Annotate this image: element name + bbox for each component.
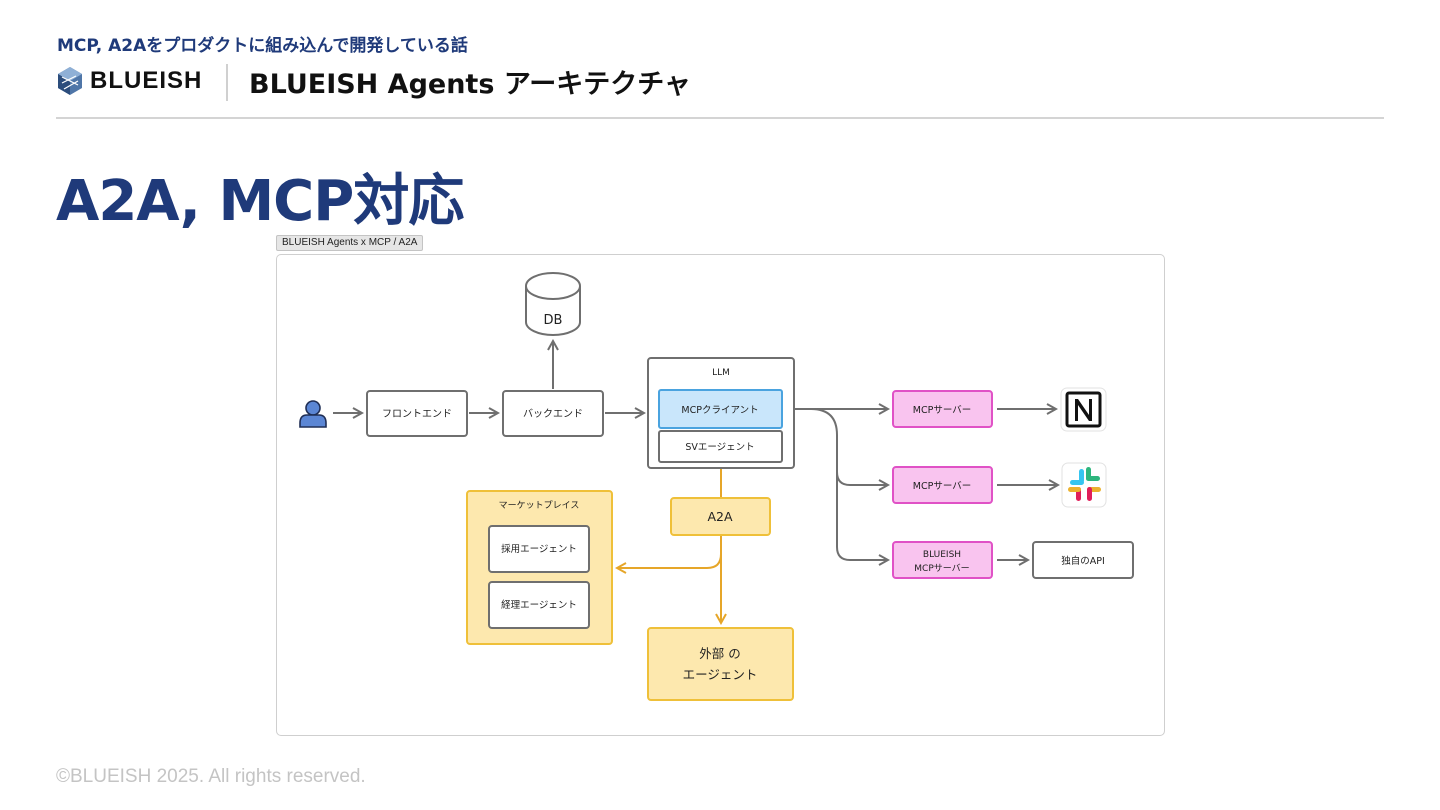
mcp-server-box-1 — [892, 390, 993, 428]
own-api-box — [1032, 541, 1134, 579]
mcp-server-label-2: MCPサーバー — [913, 481, 971, 492]
diagram-frame: DB フロントエンド バックエンド LLM MCPクライアント SVエージェント… — [276, 254, 1165, 736]
blueish-logo: BLUEISH — [56, 66, 202, 96]
sv-agent-label: SVエージェント — [685, 442, 754, 453]
user-icon — [299, 400, 327, 428]
accounting-agent-label: 経理エージェント — [501, 599, 577, 611]
mcp-client-label: MCPクライアント — [681, 405, 758, 416]
recruit-agent-label: 採用エージェント — [501, 543, 577, 555]
sv-agent-box — [658, 430, 783, 463]
frontend-label: フロントエンド — [382, 409, 452, 420]
notion-logo-icon — [1060, 387, 1107, 432]
llm-label: LLM — [712, 368, 730, 378]
db-label: DB — [544, 313, 563, 328]
a2a-box — [670, 497, 771, 536]
arrow-a2a-marketplace — [617, 546, 722, 568]
blueish-mcp-server-box — [892, 541, 993, 579]
arrow-client-blueish-mcp — [836, 471, 888, 560]
mcp-server-label-1: MCPサーバー — [913, 405, 971, 416]
external-agent-label-2: エージェント — [683, 667, 758, 682]
logo-wordmark: BLUEISH — [90, 67, 203, 94]
recruit-agent-box — [488, 525, 590, 573]
arrow-client-mcp2 — [810, 408, 888, 485]
mcp-client-box — [658, 389, 783, 429]
copyright: ©BLUEISH 2025. All rights reserved. — [56, 766, 366, 787]
architecture-diagram: DB フロントエンド バックエンド LLM MCPクライアント SVエージェント… — [299, 272, 1134, 701]
db-node — [525, 272, 581, 336]
backend-label: バックエンド — [523, 408, 583, 420]
marketplace-label: マーケットプレイス — [499, 500, 580, 511]
blueish-logo-mark-icon — [58, 67, 82, 95]
mcp-server-box-2 — [892, 466, 993, 504]
frontend-box — [366, 390, 468, 437]
diagram-frame-label: BLUEISH Agents x MCP / A2A — [276, 235, 424, 251]
external-agent-label-1: 外部 の — [699, 646, 740, 661]
own-api-label: 独自のAPI — [1061, 555, 1105, 567]
deck-title: MCP, A2Aをプロダクトに組み込んで開発している話 — [57, 36, 468, 56]
slide-title: A2A, MCP対応 — [56, 169, 464, 234]
blueish-mcp-label-1: BLUEISH — [923, 550, 961, 560]
section-title: BLUEISH Agents アーキテクチャ — [249, 69, 691, 100]
header-divider — [226, 64, 228, 101]
external-agent-box — [647, 627, 794, 701]
a2a-label: A2A — [707, 509, 733, 524]
header-rule — [56, 117, 1384, 119]
backend-box — [502, 390, 604, 437]
blueish-mcp-label-2: MCPサーバー — [914, 563, 969, 574]
slack-logo-icon — [1061, 462, 1107, 508]
accounting-agent-box — [488, 581, 590, 629]
